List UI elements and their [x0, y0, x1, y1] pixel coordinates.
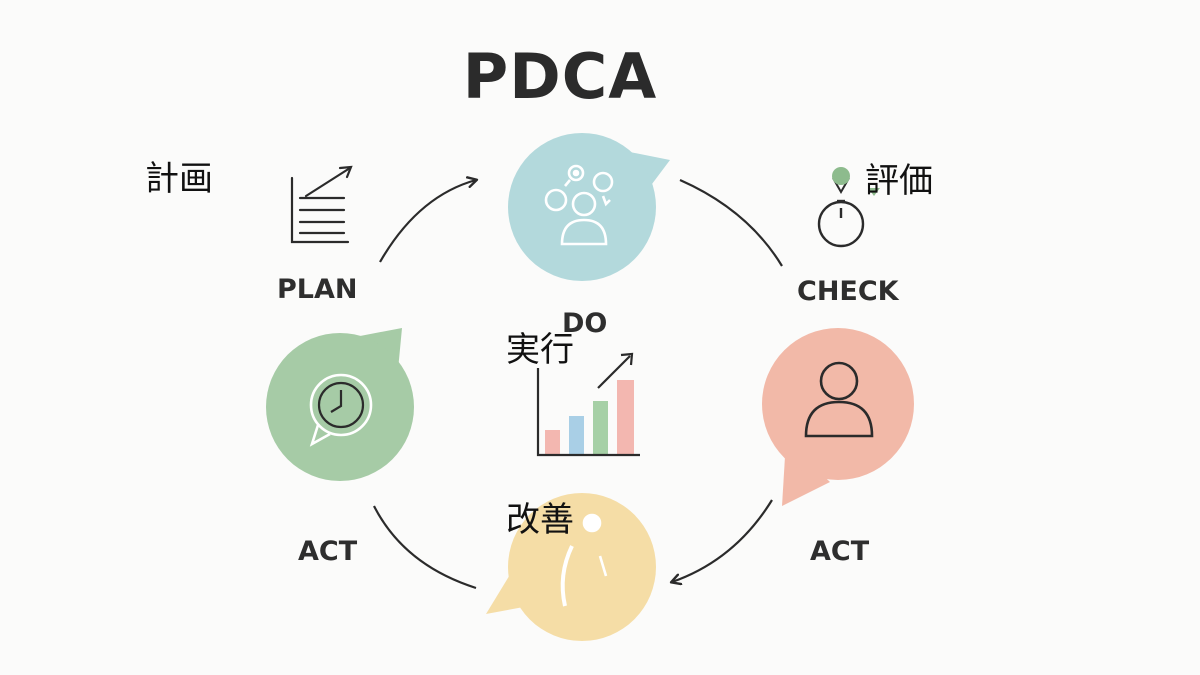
person-icon — [804, 361, 874, 438]
bar-4 — [617, 380, 634, 455]
check-bubble — [762, 328, 914, 506]
label-act-right: ACT — [810, 536, 870, 567]
label-act-left: ACT — [298, 536, 358, 567]
bar-2 — [569, 416, 584, 455]
checklist-trend-icon — [290, 165, 353, 244]
act-bubble — [266, 328, 414, 481]
improve-bubble — [486, 493, 656, 641]
cycle-arrow-check-to-improve — [672, 499, 773, 582]
bar-chart-growth-icon — [536, 352, 640, 457]
label-check: CHECK — [797, 276, 899, 307]
japanese-label-plan: 計画 — [145, 159, 213, 199]
bar-1 — [545, 430, 560, 455]
cycle-line-improve-to-act — [373, 505, 477, 590]
japanese-label-check: 評価 — [865, 161, 933, 201]
do-bubble — [508, 133, 670, 281]
cycle-arrow-plan-to-do — [379, 180, 476, 263]
person-with-gears-icon — [544, 164, 614, 246]
page-title: PDCA — [462, 40, 658, 113]
label-plan: PLAN — [277, 274, 358, 305]
japanese-label-do: 実行 — [506, 330, 574, 370]
cycle-line-do-to-check — [679, 178, 783, 267]
stopwatch-icon — [817, 167, 880, 248]
japanese-label-act: 改善 — [506, 500, 574, 540]
bar-3 — [593, 401, 608, 455]
label-do: DO — [562, 308, 608, 339]
clock-speech-icon — [309, 373, 373, 447]
lightbulb-person-icon — [560, 513, 608, 607]
